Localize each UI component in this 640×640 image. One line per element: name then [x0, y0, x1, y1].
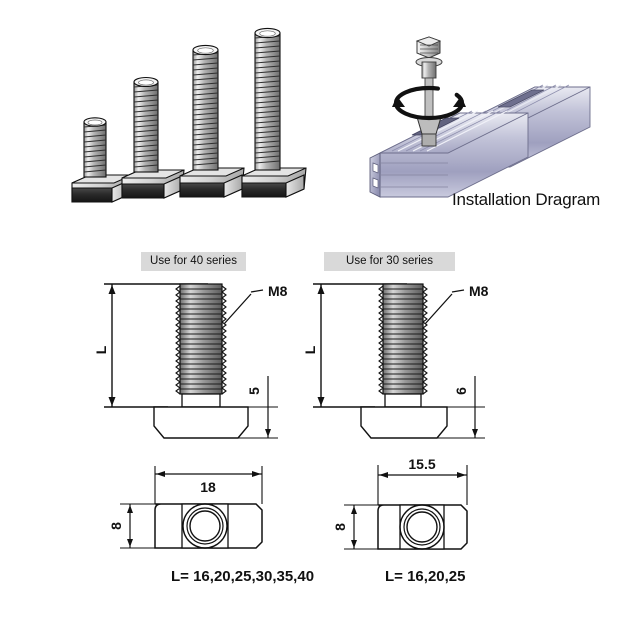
rotation-arrow-icon — [392, 85, 466, 121]
side-view-40-series: L — [93, 276, 311, 456]
bolt-illustration-3 — [179, 44, 245, 198]
bolt-illustration-2 — [121, 76, 185, 199]
bolt-illustration-1 — [71, 117, 133, 203]
bolt-illustration-4 — [241, 27, 307, 198]
bolt-family-illustration — [70, 27, 330, 213]
dimension-width-left: 18 — [200, 479, 216, 495]
installed-bolt — [392, 36, 466, 147]
series-label-40: Use for 40 series — [141, 252, 246, 271]
series-label-30: Use for 30 series — [324, 252, 455, 271]
side-view-30-series: L 6 — [302, 276, 520, 456]
dimension-thread-left: M8 — [268, 283, 288, 299]
extrusion-profile-front — [369, 110, 529, 198]
dimension-head-height-left: 5 — [246, 387, 262, 395]
lengths-caption-40-series: L= 16,20,25,30,35,40 — [171, 568, 315, 585]
dimension-height-left: 8 — [108, 522, 124, 530]
dimension-width-right: 15.5 — [408, 456, 435, 472]
end-view-40-series: 18 8 — [108, 460, 320, 565]
dimension-height-right: 8 — [332, 523, 348, 531]
dimension-length-left: L — [93, 345, 109, 354]
lengths-caption-30-series: L= 16,20,25 — [385, 568, 466, 585]
dimension-thread-right: M8 — [469, 283, 489, 299]
installation-diagram-illustration — [360, 35, 630, 200]
end-view-30-series: 15.5 8 — [330, 455, 540, 565]
dimension-head-height-right: 6 — [453, 387, 469, 395]
dimension-length-right: L — [302, 345, 318, 354]
installation-diagram-caption: Installation Dragram — [452, 190, 601, 209]
